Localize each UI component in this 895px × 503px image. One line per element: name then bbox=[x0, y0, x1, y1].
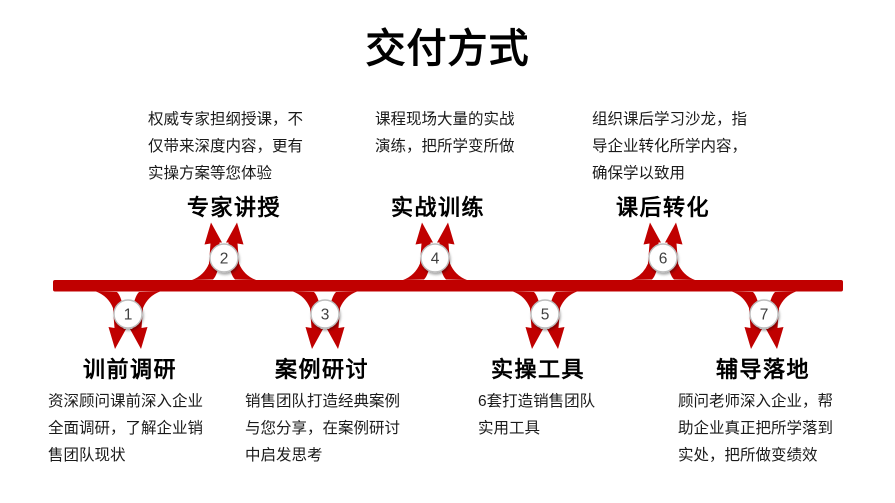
node-circle-2 bbox=[209, 243, 239, 273]
timeline-line bbox=[53, 280, 843, 292]
node-label-6: 课后转化 bbox=[615, 195, 711, 220]
node-number-5: 5 bbox=[541, 307, 550, 324]
node-number-7: 7 bbox=[760, 307, 769, 324]
node-number-4: 4 bbox=[431, 251, 440, 268]
timeline-node-4: 4 bbox=[403, 222, 467, 280]
node-circle-5 bbox=[530, 299, 560, 329]
timeline-node-7: 7 bbox=[732, 291, 796, 349]
node-description-5: 6套打造销售团队 实用工具 bbox=[478, 393, 596, 437]
timeline-node-2: 2 bbox=[192, 222, 256, 280]
node-label-1: 训前调研 bbox=[82, 357, 178, 382]
node-number-2: 2 bbox=[220, 251, 229, 268]
node-description-1: 资深顾问课前深入企业 全面调研，了解企业销 售团队现状 bbox=[48, 393, 204, 464]
node-circle-3 bbox=[310, 299, 340, 329]
node-number-1: 1 bbox=[124, 307, 133, 324]
node-label-4: 实战训练 bbox=[390, 195, 486, 220]
timeline-node-1: 1 bbox=[96, 291, 160, 349]
node-label-7: 辅导落地 bbox=[715, 357, 811, 382]
timeline-node-6: 6 bbox=[631, 222, 695, 280]
node-circle-1 bbox=[113, 299, 143, 329]
node-number-6: 6 bbox=[659, 251, 668, 268]
timeline-node-3: 3 bbox=[293, 291, 357, 349]
node-description-2: 权威专家担纲授课，不 仅带来深度内容，更有 实操方案等您体验 bbox=[148, 111, 304, 182]
page-title: 交付方式 bbox=[365, 27, 530, 71]
node-circle-6 bbox=[648, 243, 678, 273]
node-label-2: 专家讲授 bbox=[186, 195, 282, 220]
node-description-7: 顾问老师深入企业，帮 助企业真正把所学落到 实处，把所做变绩效 bbox=[678, 393, 834, 464]
node-description-4: 课程现场大量的实战 演练，把所学变所做 bbox=[375, 111, 515, 155]
node-description-3: 销售团队打造经典案例 与您分享，在案例研讨 中启发思考 bbox=[245, 393, 401, 464]
node-circle-4 bbox=[420, 243, 450, 273]
node-number-3: 3 bbox=[321, 307, 330, 324]
node-circle-7 bbox=[749, 299, 779, 329]
node-label-5: 实操工具 bbox=[490, 357, 586, 382]
node-label-3: 案例研讨 bbox=[274, 357, 370, 382]
timeline-node-5: 5 bbox=[513, 291, 577, 349]
node-description-6: 组织课后学习沙龙，指 导企业转化所学内容， 确保学以致用 bbox=[592, 111, 748, 182]
